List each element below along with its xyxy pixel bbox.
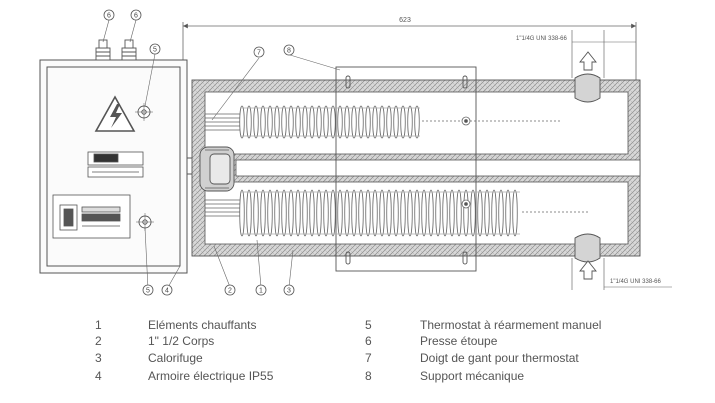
- callout-7-label: 7: [257, 50, 261, 57]
- callout-3: 3: [283, 284, 295, 296]
- callout-5-bottom-label: 5: [146, 288, 150, 295]
- heating-elements-lower: [205, 189, 590, 237]
- callout-5-top-label: 5: [153, 47, 157, 54]
- mechanical-support: [335, 66, 477, 272]
- callout-8: 8: [283, 44, 295, 56]
- control-switch-plate: [52, 194, 131, 239]
- callout-2: 2: [224, 284, 236, 296]
- cable-gland-left: [95, 39, 111, 61]
- callout-1: 1: [255, 284, 267, 296]
- thermostat-knob-upper: [135, 103, 153, 121]
- u-bend-connector: [199, 146, 235, 192]
- callout-6-left: 6: [103, 9, 115, 21]
- callouts: 6 6 5 7 8 5 4 2 1 3: [103, 9, 295, 296]
- dimension-value: 623: [399, 17, 411, 24]
- high-voltage-warning-icon: [94, 95, 136, 132]
- pipe-thread-label-bottom: 1"1/4G UNI 338-66: [610, 279, 661, 285]
- callout-6-right-label: 6: [134, 13, 138, 20]
- outlet-nozzle-bottom: [571, 233, 605, 290]
- callout-6-right: 6: [130, 9, 142, 21]
- heating-elements-upper: [205, 105, 560, 139]
- callout-5-top: 5: [149, 43, 161, 55]
- brand-plate: [87, 151, 144, 178]
- callout-8-label: 8: [287, 48, 291, 55]
- cable-gland-right: [121, 39, 137, 61]
- callout-6-left-label: 6: [107, 13, 111, 20]
- callout-4: 4: [161, 284, 173, 296]
- callout-2-label: 2: [228, 288, 232, 295]
- callout-1-label: 1: [259, 288, 263, 295]
- callout-4-label: 4: [165, 288, 169, 295]
- callout-5-bottom: 5: [142, 284, 154, 296]
- callout-7: 7: [253, 46, 265, 58]
- inlet-nozzle-top: [571, 30, 605, 103]
- leader-lines: [102, 19, 341, 290]
- callout-3-label: 3: [287, 288, 291, 295]
- pipe-thread-label-top: 1"1/4G UNI 338-66: [516, 36, 567, 42]
